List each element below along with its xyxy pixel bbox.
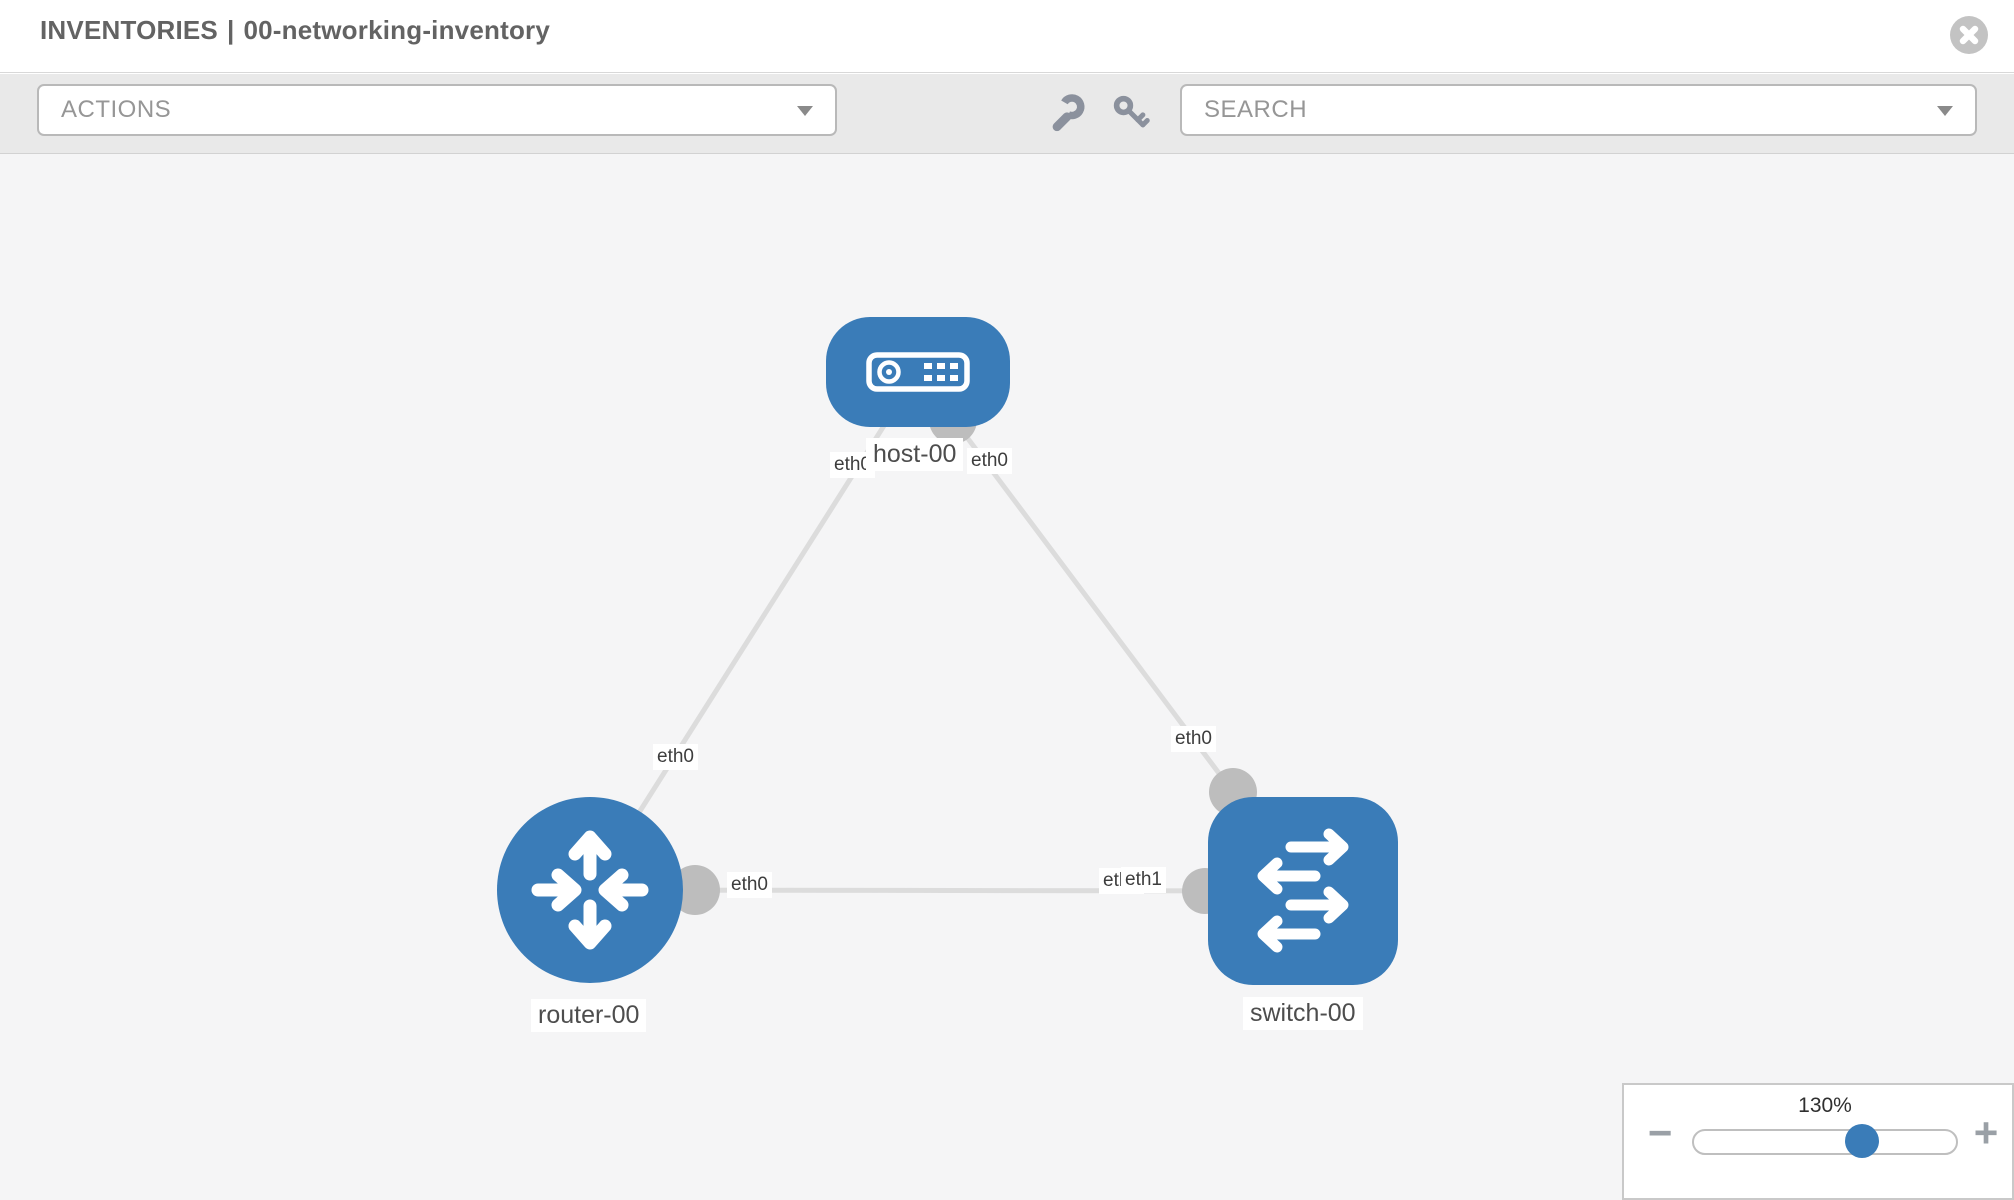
label-node-switch-00: switch-00 [1243,997,1363,1030]
label-router-top-eth0: eth0 [653,744,698,770]
page-title: 00-networking-inventory [243,15,551,45]
router-icon [531,830,649,950]
wrench-icon [1052,94,1085,132]
label-switch-left-eth1: eth1 [1121,867,1166,893]
label-node-router-00: router-00 [531,999,647,1032]
breadcrumb-separator: | [226,15,235,45]
search-dropdown[interactable]: SEARCH [1180,84,1977,136]
breadcrumb-section: INVENTORIES [40,15,218,45]
actions-dropdown-label: ACTIONS [61,96,172,123]
key-button[interactable] [1106,88,1156,138]
close-button[interactable] [1950,16,1988,54]
node-switch-00[interactable] [1208,797,1398,985]
connector-router-eth0 [670,865,720,915]
link-host-switch[interactable] [916,370,1235,794]
label-switch-top-eth0: eth0 [1171,726,1216,752]
toolbar: ACTIONS SEARCH [0,74,2014,154]
wrench-button[interactable] [1042,88,1092,138]
host-icon [866,352,970,392]
topology-canvas[interactable]: eth0 eth0 eth0 eth0 eth0 eth0 eth1 host-… [0,154,2014,1200]
zoom-out-button[interactable]: − [1647,1109,1673,1156]
zoom-slider-thumb[interactable] [1845,1124,1879,1158]
zoom-panel: 130% − + [1622,1083,2014,1200]
header: INVENTORIES | 00-networking-inventory [0,0,2014,73]
node-host-00[interactable] [826,317,1010,427]
switch-icon [1257,828,1349,953]
zoom-slider[interactable] [1692,1124,1958,1158]
actions-dropdown[interactable]: ACTIONS [37,84,837,136]
close-icon [1959,25,1979,45]
breadcrumb: INVENTORIES | 00-networking-inventory [40,15,550,46]
zoom-in-button[interactable]: + [1973,1109,1999,1156]
label-host-right-eth0: eth0 [967,448,1012,474]
label-router-right-eth0: eth0 [727,872,772,898]
label-node-host-00: host-00 [866,438,964,471]
key-icon [1113,95,1150,128]
chevron-down-icon [1937,106,1953,116]
node-router-00[interactable] [497,797,683,983]
chevron-down-icon [797,106,813,116]
zoom-percent: 130% [1798,1094,1852,1117]
search-dropdown-label: SEARCH [1204,96,1308,123]
